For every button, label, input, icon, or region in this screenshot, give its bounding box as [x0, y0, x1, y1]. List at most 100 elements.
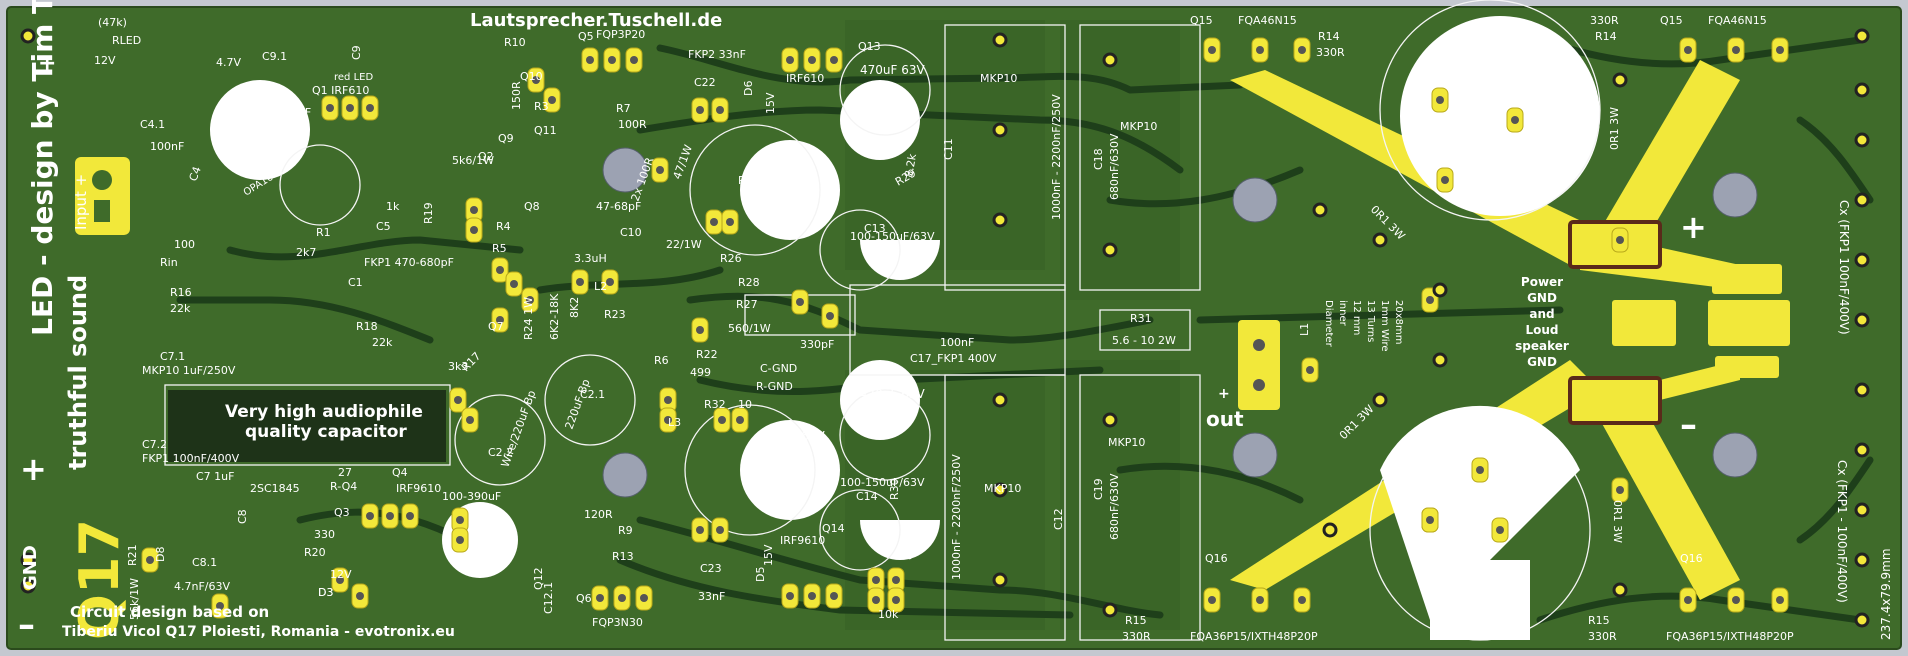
pad-hole: [796, 298, 804, 306]
label-d5: D5: [754, 567, 767, 582]
pad-hole: [576, 278, 584, 286]
label-q8: Q8: [524, 200, 540, 213]
label-val-5k6: 5k6/1W: [452, 154, 494, 167]
label-r18-val: 22k: [372, 336, 393, 349]
credit-line-1: Circuit design based on: [70, 603, 269, 621]
label-c12: C12: [1052, 508, 1065, 530]
via: [1102, 52, 1118, 68]
pad-hole: [664, 416, 672, 424]
label-mkp10-a: MKP10: [980, 72, 1017, 85]
label-q16-right-part: FQA36P15/IXTH48P20P: [1666, 630, 1794, 643]
via: [1854, 192, 1870, 208]
via: [1372, 232, 1388, 248]
label-q1: Q1 IRF610: [312, 84, 369, 97]
via: [1102, 242, 1118, 258]
pad-hole: [1441, 176, 1449, 184]
label-r31-val: 5.6 - 10 2W: [1112, 334, 1176, 347]
label-r11: R11: [738, 174, 760, 187]
component-outlines: [164, 24, 1201, 641]
l1-spec-line: inner: [1337, 300, 1348, 327]
label-c9: C9: [350, 45, 363, 60]
via: [992, 392, 1008, 408]
label-mkp10-d: MKP10: [984, 482, 1021, 495]
pad-hole: [532, 76, 540, 84]
label-r32: R32: [704, 398, 726, 411]
via: [1854, 612, 1870, 628]
via: [1432, 352, 1448, 368]
label-c25: C25: [846, 414, 868, 427]
via: [992, 572, 1008, 588]
pad-hole: [1732, 596, 1740, 604]
label-irf9610-q14: IRF9610: [780, 534, 825, 547]
label-c12-1: C12.1: [542, 582, 555, 614]
label-r22: R22: [696, 348, 718, 361]
pad-hole: [1776, 46, 1784, 54]
label-val-4-7v: 4.7V: [216, 56, 241, 69]
input-plus-label: Input +: [72, 174, 90, 230]
label-q9: Q9: [498, 132, 514, 145]
label-r27: R27: [736, 298, 758, 311]
label-led-red: red LED: [334, 72, 373, 83]
pad-hole: [1684, 596, 1692, 604]
pad-hole: [326, 104, 334, 112]
label-c4-1: C4.1: [140, 118, 165, 131]
label-c23-val: 33nF: [698, 590, 725, 603]
pad-hole: [1256, 46, 1264, 54]
pad-hole: [1256, 596, 1264, 604]
pad-hole: [406, 512, 414, 520]
label-r28: R28: [738, 276, 760, 289]
power-minus-label: –: [1680, 405, 1697, 445]
label-c26-val: 470uF 63V: [760, 429, 825, 443]
pad-hole: [1306, 366, 1314, 374]
label-c24: C24: [848, 92, 870, 105]
pad-hole: [1426, 516, 1434, 524]
pad-hole: [1496, 526, 1504, 534]
label-c19: C19: [1092, 478, 1105, 500]
label-c7-1: C7.1: [160, 350, 185, 363]
label-c14-val: 100-150uF/63V: [840, 476, 925, 489]
label-c12-val: 1000nF - 2200nF/250V: [950, 454, 963, 580]
pad-hole: [608, 56, 616, 64]
via: [1372, 392, 1388, 408]
label-r30-val: 8.2k: [902, 536, 915, 560]
label-c24-val: 470uF 63V: [860, 63, 925, 77]
pad-hole: [1298, 596, 1306, 604]
label-l1: L1: [1298, 323, 1311, 336]
label-r24: R24 1W: [522, 297, 535, 340]
label-r29-val: 8.2k: [902, 152, 919, 178]
label-q4: Q4: [392, 466, 408, 479]
via: [1432, 282, 1448, 298]
pad-hole: [596, 594, 604, 602]
left-minus-label: –: [18, 605, 35, 645]
label-fqa46n15-left: FQA46N15: [1238, 14, 1297, 27]
via: [992, 482, 1008, 498]
label-c22-lbl: C2.2: [488, 446, 513, 459]
label-r26: R26: [720, 252, 742, 265]
label-val-6k2-18k: 6K2-18K: [548, 293, 561, 340]
label-c4: C4: [187, 165, 204, 183]
label-val-100-390uf-b: 100-390uF: [252, 106, 311, 119]
via: [992, 32, 1008, 48]
left-gnd-label: GND: [20, 545, 41, 590]
label-r15-a-val: 330R: [1122, 630, 1151, 643]
label-twosc1845: 2SC1845: [250, 482, 300, 495]
pad-hole: [1426, 296, 1434, 304]
label-c8: C8: [236, 509, 249, 524]
label-q14: Q14: [822, 522, 845, 535]
label-q2: Q2: [478, 150, 494, 163]
label-c13: C13: [864, 222, 886, 235]
design-credit: LED - design by Tim Tuschell: [26, 0, 59, 336]
label-c21: C2.1: [580, 388, 605, 401]
label-c18-val: 680nF/630V: [1108, 133, 1121, 200]
label-r13: R13: [612, 550, 634, 563]
label-r15-a: R15: [1125, 614, 1147, 627]
pad-hole: [1616, 486, 1624, 494]
label-c1: C1: [348, 276, 363, 289]
label-val-100nf: 100nF: [150, 140, 184, 153]
pad-hole: [1776, 596, 1784, 604]
l1-spec-line: 20x8mm: [1393, 300, 1404, 345]
label-q15-right: Q15: [1660, 14, 1683, 27]
pad-hole: [548, 96, 556, 104]
label-c5: C5: [376, 220, 391, 233]
